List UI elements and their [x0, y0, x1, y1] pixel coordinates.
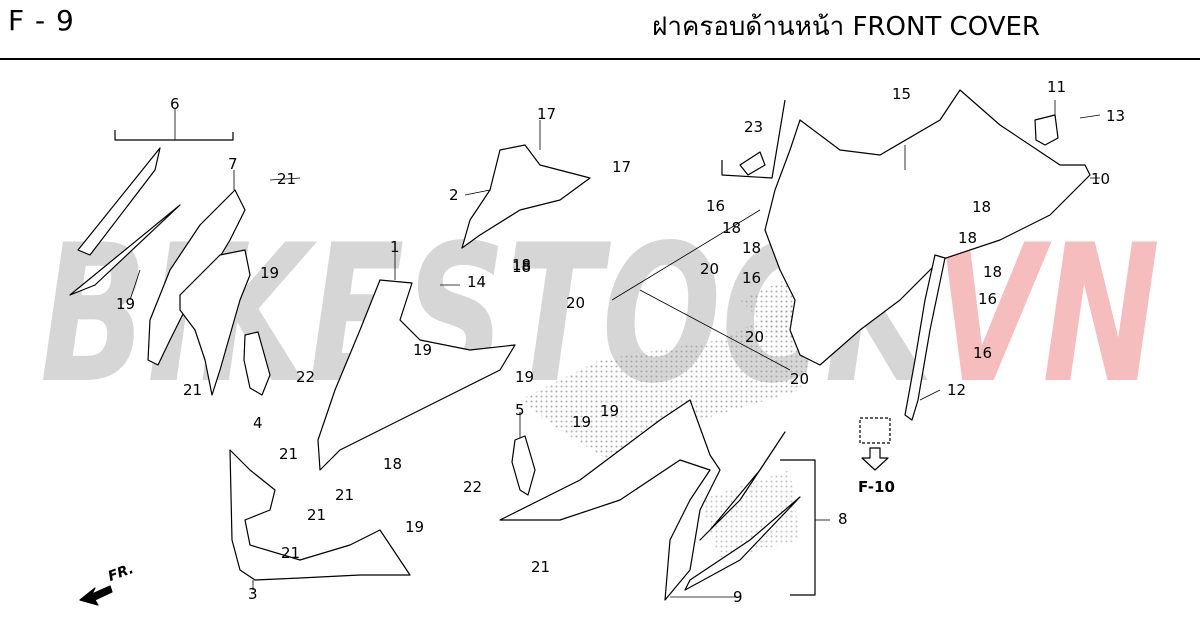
callout-19: 19: [413, 341, 433, 359]
callout-19: 19: [405, 518, 425, 536]
callout-16: 16: [973, 344, 993, 362]
part-1-front-cover: [317, 279, 516, 471]
callout-21: 21: [531, 558, 551, 576]
callout-22: 22: [463, 478, 483, 496]
callout-20: 20: [566, 294, 586, 312]
bracket-6-7: [114, 130, 234, 141]
callout-21: 21: [307, 506, 327, 524]
callout-18: 18: [958, 229, 978, 247]
callout-18: 18: [742, 239, 762, 257]
callout-23: 23: [744, 118, 764, 136]
bracket-8-9: [780, 459, 816, 596]
callout-19: 19: [116, 295, 136, 313]
callout-6: 6: [170, 95, 180, 113]
part-10-inner-cover: [764, 89, 1091, 366]
callout-21: 21: [279, 445, 299, 463]
callout-19: 19: [600, 402, 620, 420]
part-8-stripe: [684, 431, 801, 591]
part-4-bracket: [243, 331, 271, 396]
callout-17: 17: [537, 105, 557, 123]
part-23-emblem: [739, 151, 766, 176]
callout-18: 18: [722, 219, 742, 237]
callout-14: 14: [467, 273, 487, 291]
page-title: ฝาครอบด้านหน้า FRONT COVER: [652, 12, 1040, 42]
callout-5: 5: [515, 401, 525, 419]
leader-lines: [129, 100, 1101, 598]
callout-16: 16: [706, 197, 726, 215]
callout-4: 4: [253, 414, 263, 432]
part-12-rod: [904, 254, 946, 421]
part-7-inner-frame: [179, 249, 251, 396]
callout-10: 10: [1091, 170, 1111, 188]
callout-2: 2: [449, 186, 459, 204]
callout-16: 16: [742, 269, 762, 287]
part-7-side-cover: [147, 189, 246, 366]
ref-box: [859, 417, 891, 444]
callout-21: 21: [277, 170, 297, 188]
callout-7: 7: [228, 155, 238, 173]
dotted-area-lower: [520, 300, 820, 480]
direction-arrow: [79, 585, 113, 606]
part-3-under-cover: [229, 449, 411, 581]
header-divider: [0, 58, 1200, 60]
part-6-stripe: [69, 147, 181, 296]
page-code: F - 9: [8, 4, 75, 37]
callout-19: 19: [260, 264, 280, 282]
callout-19: 19: [572, 413, 592, 431]
callout-9: 9: [733, 588, 743, 606]
callout-21: 21: [281, 544, 301, 562]
callout-17: 17: [612, 158, 632, 176]
part-23-bracket-line: [721, 99, 786, 179]
callout-21: 21: [183, 381, 203, 399]
callout-8: 8: [838, 510, 848, 528]
callout-20: 20: [700, 260, 720, 278]
callout-3: 3: [248, 585, 258, 603]
callout-15: 15: [892, 85, 912, 103]
callout-18: 18: [383, 455, 403, 473]
callout-18: 18: [512, 256, 532, 274]
callout-22: 22: [296, 368, 316, 386]
callout-19: 19: [515, 368, 535, 386]
part-2-upper-cowl: [461, 144, 591, 249]
callout-21: 21: [335, 486, 355, 504]
callout-20: 20: [745, 328, 765, 346]
callout-1: 1: [390, 238, 400, 256]
callout-13: 13: [1106, 107, 1126, 125]
part-11-clip: [1034, 114, 1059, 146]
callout-18: 18: [512, 258, 532, 276]
callout-18: 18: [972, 198, 992, 216]
callout-11: 11: [1047, 78, 1067, 96]
dotted-area-side: [700, 470, 800, 560]
reference-label: F-10: [858, 478, 895, 496]
callout-16: 16: [978, 290, 998, 308]
part-9-side-panel: [499, 399, 721, 601]
callout-20: 20: [790, 370, 810, 388]
ref-arrow: [861, 447, 889, 471]
part-5-bracket: [511, 435, 536, 496]
callout-12: 12: [947, 381, 967, 399]
callout-18: 18: [983, 263, 1003, 281]
